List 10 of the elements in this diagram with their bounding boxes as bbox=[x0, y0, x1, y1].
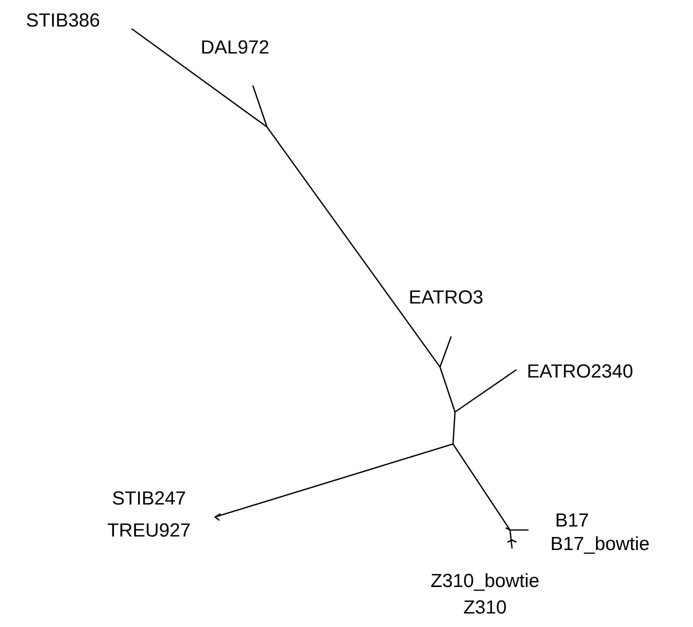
leaf-label: DAL972 bbox=[202, 40, 268, 54]
leaf-label: Z310 bbox=[464, 600, 506, 614]
leaf-label: EATRO3 bbox=[410, 290, 482, 304]
leaf-label: B17 bbox=[556, 513, 588, 527]
leaf-label: STIB386 bbox=[26, 13, 100, 27]
leaf-label: TREU927 bbox=[108, 523, 190, 537]
leaf-label: B17_bowtie bbox=[552, 536, 649, 554]
leaf-label: STIB247 bbox=[112, 491, 186, 505]
leaf-label: EATRO2340 bbox=[528, 364, 632, 378]
leaf-label: Z310_bowtie bbox=[431, 573, 539, 591]
